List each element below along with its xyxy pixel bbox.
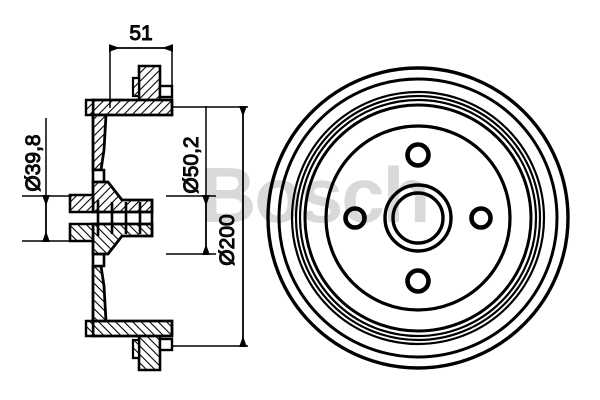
friction-ring-1 <box>290 90 546 346</box>
hub-bore-ribs-top <box>96 200 154 218</box>
dimension-50-2: Ø50,2 <box>166 106 216 255</box>
dimension-200: Ø200 <box>172 106 248 347</box>
drum-wall-top <box>91 113 108 172</box>
friction-ring-2 <box>294 94 542 342</box>
hub-bore-ribs-bottom <box>96 218 154 236</box>
dimension-label-39-8: Ø39,8 <box>22 134 45 191</box>
stud-boss-step-bottom <box>131 338 141 360</box>
cross-section-view <box>68 64 174 372</box>
drum-outer-rim <box>266 66 570 370</box>
mounting-face-circle <box>324 124 512 312</box>
dimension-label-50-2: Ø50,2 <box>180 136 203 193</box>
dimension-label-51: 51 <box>129 22 152 45</box>
dimension-label-200: Ø200 <box>216 214 239 265</box>
lug-hole-group <box>343 142 493 294</box>
centre-bore-outer <box>383 183 453 253</box>
drum-wall-relief-bottom <box>91 252 106 268</box>
front-view <box>266 66 570 370</box>
drum-flange-top <box>91 98 174 117</box>
section-upper-half <box>68 64 174 218</box>
stud-hole-top <box>158 84 174 99</box>
stud-boss-top <box>137 64 162 104</box>
hub-bore-wall-top <box>68 193 95 214</box>
bosch-watermark: Bosch <box>200 151 430 239</box>
lug-hole-left <box>343 206 367 230</box>
dimension-51: 51 <box>109 22 173 108</box>
drum-flange-lip-top <box>84 98 95 117</box>
drum-flange-bottom <box>91 319 174 338</box>
stud-boss-step-top <box>131 76 141 98</box>
watermark-text: Bosch <box>200 151 428 239</box>
stud-boss-bottom <box>137 332 162 372</box>
drum-rim-inner <box>277 77 559 359</box>
drum-flange-lip-bottom <box>84 319 95 338</box>
lug-hole-top <box>405 142 431 168</box>
lug-hole-right <box>469 206 493 230</box>
friction-ring-3 <box>298 98 538 338</box>
stud-hole-bottom <box>158 337 174 352</box>
lug-hole-bottom <box>405 268 431 294</box>
dimension-39-8: Ø39,8 <box>22 118 72 242</box>
friction-ring-4 <box>303 103 533 333</box>
drum-wall-relief-top <box>91 168 106 184</box>
centre-bore-inner <box>391 191 445 245</box>
section-lower-half <box>68 218 174 372</box>
drum-wall-bottom <box>91 264 108 323</box>
hub-bore-wall-bottom <box>68 222 95 243</box>
